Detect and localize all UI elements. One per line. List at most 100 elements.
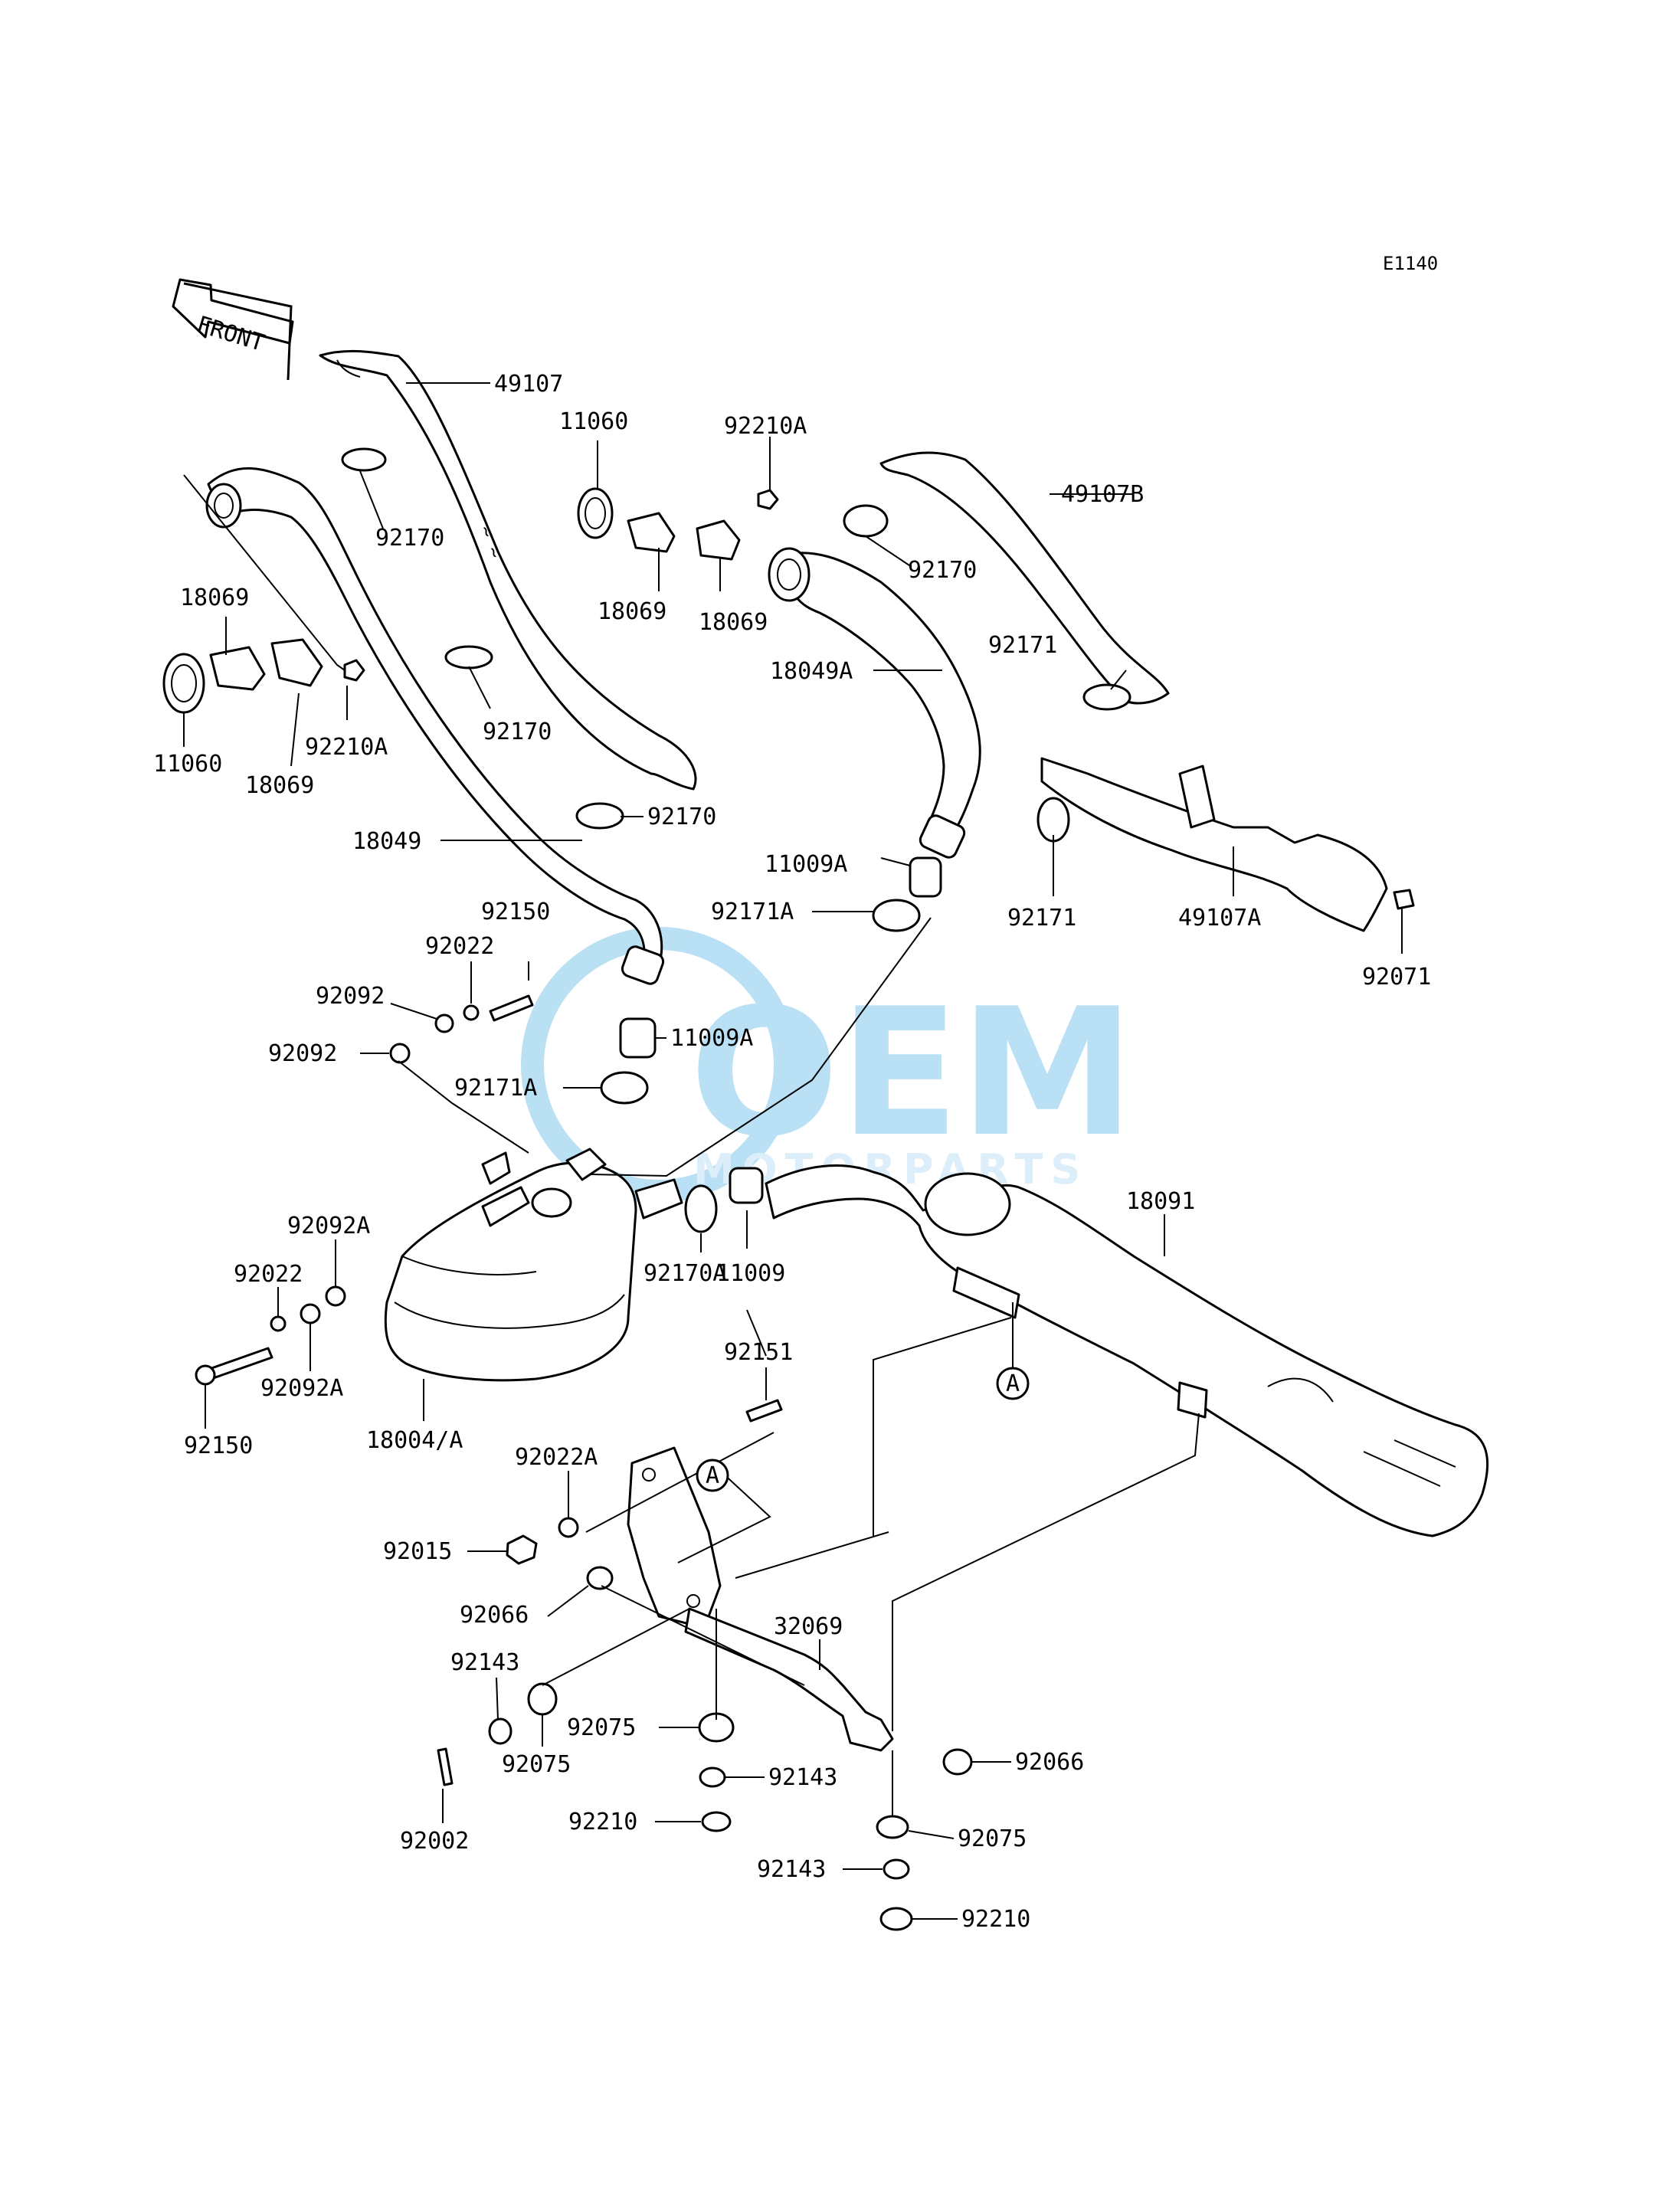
callout-92170-a: 92170 [375,525,444,552]
callout-11009A-top: 11009A [765,851,847,878]
callout-32069: 32069 [774,1613,843,1640]
collar-92143-mid [699,1766,726,1788]
callout-92092A-top: 92092A [287,1213,370,1239]
nut-92015 [506,1534,538,1565]
heat-shield-49107B [879,451,1170,705]
callout-18091: 18091 [1126,1188,1195,1215]
callout-92066-left: 92066 [460,1602,529,1629]
grommet-92075-left [527,1682,558,1716]
callout-92143-bot: 92143 [757,1856,826,1883]
callout-92210A-top: 92210A [724,413,807,440]
muffler-18091 [765,1164,1488,1537]
flange-18069-c [209,646,266,691]
callout-18049: 18049 [352,828,421,855]
nut-92092A-top [325,1285,346,1307]
callout-11060-top: 11060 [559,408,628,435]
watermark-main: OEM [689,971,1135,1176]
callout-49107A: 49107A [1178,905,1261,932]
bracket-32069 [627,1446,894,1752]
callout-92171A-mid: 92171A [454,1075,537,1102]
callout-11009A-mid: 11009A [670,1025,753,1052]
callout-11060-left: 11060 [153,751,222,778]
gasket-11060-left [162,653,205,714]
callout-18069-left2: 18069 [245,772,314,799]
bolt-92002 [437,1747,454,1786]
nut-92092-a [434,1013,454,1033]
callout-92170-d: 92170 [647,804,716,830]
clamp-92171-top [1082,683,1131,711]
heat-shield-49107: ~ ~ [319,349,697,791]
collar-92066-left [586,1566,614,1590]
svg-text:A: A [706,1462,719,1489]
callout-92066-right: 92066 [1015,1749,1084,1776]
washer-92022-top [463,1004,480,1021]
sleeve-11009A-top [909,856,942,898]
clamp-92170-c [444,645,493,670]
callout-92170-c: 92170 [483,719,552,745]
callout-18069-left: 18069 [180,584,249,611]
callout-92210-bot: 92210 [961,1906,1030,1933]
clamp-92170A [684,1184,718,1233]
nut-92092A-bot [300,1303,321,1324]
callout-92143-left: 92143 [450,1649,519,1676]
callout-49107B: 49107B [1061,481,1144,508]
grommet-92075-right [876,1815,909,1839]
callout-92170-b: 92170 [908,557,977,584]
nut-92210A-left [343,659,365,682]
clamp-92170-d [575,802,624,830]
callout-92150-top: 92150 [481,899,550,925]
callout-18069-mid: 18069 [598,598,666,625]
callout-92171A-top: 92171A [711,899,794,925]
callout-92092-b: 92092 [268,1040,337,1067]
callout-92151: 92151 [724,1339,793,1366]
silencer-18004A [384,1148,683,1382]
reference-marker-a-2: A [696,1459,729,1492]
nut-92210-bot [879,1907,913,1931]
reference-lines [183,474,1200,1816]
clamp-92171A-mid [600,1071,649,1105]
clamp-92171-mid [1036,797,1070,843]
diagram-code: E1140 [1383,253,1438,274]
bolt-92150-top [489,994,534,1022]
small-parts [162,447,1415,1931]
heat-shield-49107A [1040,757,1388,932]
clamp-92171A-top [872,899,921,932]
front-arrow-icon: FRONT [172,278,294,381]
callout-18049A: 18049A [770,658,853,685]
nut-92210-mid [701,1811,732,1832]
svg-text:A: A [1006,1370,1020,1397]
callout-92075-left: 92075 [502,1751,571,1778]
callout-92022-left: 92022 [234,1261,303,1288]
callout-92092-a: 92092 [316,983,385,1010]
exhaust-pipe-18049A [768,547,981,859]
callout-49107: 49107 [494,371,563,398]
callout-92210-mid: 92210 [568,1809,637,1835]
watermark: OEM MOTORPARTS [521,927,1135,1203]
collar-92143-bot [883,1858,910,1880]
callout-labels: 49107 11060 92210A 49107B 92170 18069 92… [153,371,1431,1933]
callout-92171-top: 92171 [988,632,1057,659]
callout-92143-mid: 92143 [768,1764,837,1791]
callout-92022-top: 92022 [425,933,494,960]
flange-18069-a [627,512,676,553]
callout-92150-bot: 92150 [184,1432,253,1459]
washer-92022-left [270,1315,287,1332]
callout-92015: 92015 [383,1538,452,1565]
callout-92022A: 92022A [515,1444,598,1471]
gasket-11060-top [577,487,614,539]
flange-18069-d [270,638,323,687]
callout-18004A: 18004/A [366,1427,463,1454]
flange-18069-b [696,519,741,561]
bolt-92151 [745,1399,783,1423]
callout-11009: 11009 [716,1260,785,1287]
sleeve-11009 [729,1167,764,1204]
clip-92071 [1393,889,1415,910]
nut-92092-b [389,1043,411,1064]
callout-92210A-left: 92210A [305,734,388,761]
exhaust-pipe-18049 [205,467,665,985]
callout-leaders [183,382,1403,1920]
callout-92092A-bot: 92092A [260,1375,343,1402]
callout-92171-mid: 92171 [1007,905,1076,932]
